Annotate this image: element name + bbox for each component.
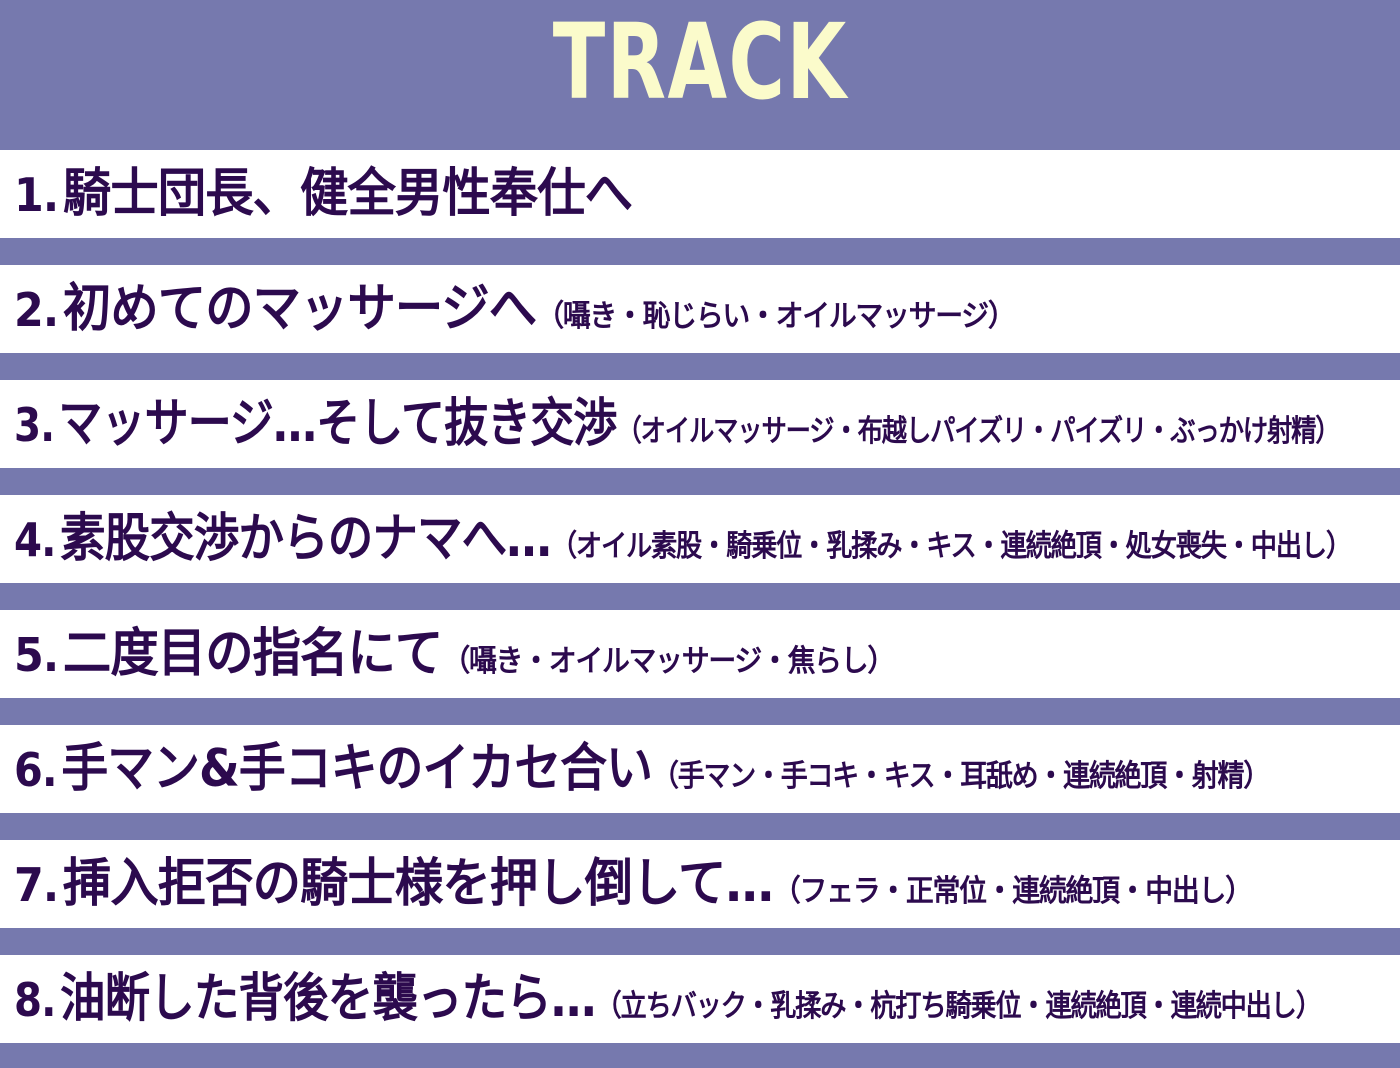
track-number: 4.	[14, 513, 56, 567]
track-tags: （フェラ・正常位・連続絶頂・中出し）	[772, 874, 1253, 909]
track-number: 3.	[14, 398, 55, 452]
track-row: 8. 油断した背後を襲ったら…（立ちバック・乳揉み・杭打ち騎乗位・連続絶頂・連続…	[0, 955, 1400, 1043]
track-row: 5. 二度目の指名にて（囁き・オイルマッサージ・焦らし）	[0, 610, 1400, 698]
track-row: 4. 素股交渉からのナマへ…（オイル素股・騎乗位・乳揉み・キス・連続絶頂・処女喪…	[0, 495, 1400, 583]
separator-bar	[0, 238, 1400, 265]
track-title: 二度目の指名にて	[62, 624, 443, 684]
track-number: 5.	[14, 628, 59, 682]
track-row: 2. 初めてのマッサージへ（囁き・恥じらい・オイルマッサージ）	[0, 265, 1400, 353]
track-tags: （囁き・オイルマッサージ・焦らし）	[442, 644, 895, 679]
separator-bar	[0, 928, 1400, 955]
separator-bar	[0, 353, 1400, 380]
track-title: 素股交渉からのナマへ…	[60, 509, 552, 569]
track-tags: （オイルマッサージ・布越しパイズリ・パイズリ・ぶっかけ射精）	[616, 414, 1340, 449]
separator-bar	[0, 123, 1400, 150]
header-banner: TRACK	[0, 0, 1400, 123]
separator-bar	[0, 583, 1400, 610]
track-title: 挿入拒否の騎士様を押し倒して…	[62, 854, 774, 914]
track-line: 3. マッサージ…そして抜き交渉（オイルマッサージ・布越しパイズリ・パイズリ・ぶ…	[14, 398, 1341, 452]
track-row: 1. 騎士団長、健全男性奉仕へ	[0, 150, 1400, 238]
track-title: 手マン&手コキのイカセ合い	[61, 739, 653, 799]
track-title: マッサージ…そして抜き交渉	[58, 394, 617, 454]
track-row: 6. 手マン&手コキのイカセ合い（手マン・手コキ・キス・耳舐め・連続絶頂・射精）	[0, 725, 1400, 813]
track-line: 4. 素股交渉からのナマへ…（オイル素股・騎乗位・乳揉み・キス・連続絶頂・処女喪…	[14, 513, 1352, 567]
track-number: 8.	[14, 973, 56, 1027]
track-line: 5. 二度目の指名にて（囁き・オイルマッサージ・焦らし）	[14, 628, 895, 682]
track-number: 2.	[14, 283, 59, 337]
track-row: 3. マッサージ…そして抜き交渉（オイルマッサージ・布越しパイズリ・パイズリ・ぶ…	[0, 380, 1400, 468]
track-row: 7. 挿入拒否の騎士様を押し倒して…（フェラ・正常位・連続絶頂・中出し）	[0, 840, 1400, 928]
track-line: 6. 手マン&手コキのイカセ合い（手マン・手コキ・キス・耳舐め・連続絶頂・射精）	[14, 743, 1270, 797]
track-number: 1.	[14, 168, 59, 222]
track-line: 2. 初めてのマッサージへ（囁き・恥じらい・オイルマッサージ）	[14, 283, 1016, 337]
page-title: TRACK	[552, 0, 848, 123]
track-title: 油断した背後を襲ったら…	[60, 969, 596, 1029]
track-line: 7. 挿入拒否の騎士様を押し倒して…（フェラ・正常位・連続絶頂・中出し）	[14, 858, 1253, 912]
separator-bar	[0, 813, 1400, 840]
track-line: 1. 騎士団長、健全男性奉仕へ	[14, 168, 633, 222]
track-number: 6.	[14, 743, 58, 797]
track-tags: （立ちバック・乳揉み・杭打ち騎乗位・連続絶頂・連続中出し）	[595, 989, 1322, 1024]
footer-bar	[0, 1043, 1400, 1068]
track-title: 騎士団長、健全男性奉仕へ	[62, 164, 633, 224]
track-line: 8. 油断した背後を襲ったら…（立ちバック・乳揉み・杭打ち騎乗位・連続絶頂・連続…	[14, 973, 1322, 1027]
track-tags: （オイル素股・騎乗位・乳揉み・キス・連続絶頂・処女喪失・中出し）	[550, 529, 1352, 564]
track-tags: （手マン・手コキ・キス・耳舐め・連続絶頂・射精）	[652, 759, 1270, 794]
separator-bar	[0, 698, 1400, 725]
track-tags: （囁き・恥じらい・オイルマッサージ）	[536, 299, 1016, 334]
track-title: 初めてのマッサージへ	[62, 279, 537, 339]
separator-bar	[0, 468, 1400, 495]
track-number: 7.	[14, 858, 59, 912]
